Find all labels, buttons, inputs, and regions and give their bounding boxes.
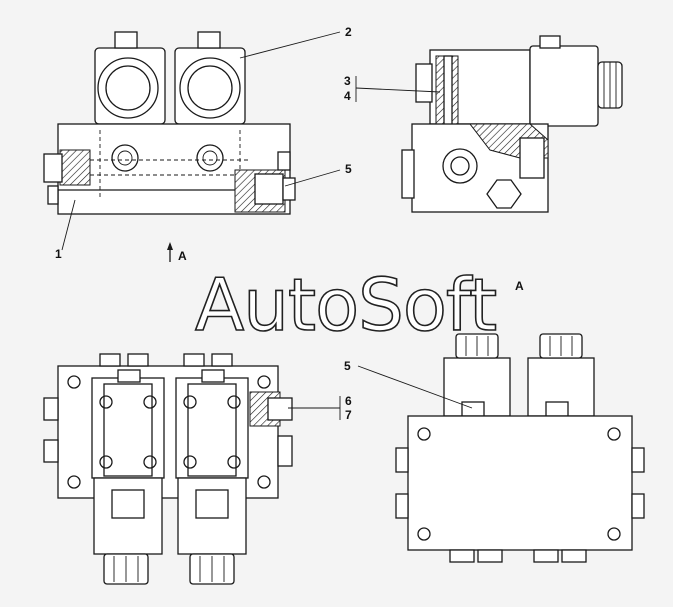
side-section-view: [401, 35, 623, 213]
view-arrow-a: A: [167, 242, 187, 263]
front-section-view: [43, 31, 296, 215]
view-a-label: A: [515, 279, 524, 293]
callout-5-top: 5: [284, 162, 352, 187]
callout-4-label: 4: [344, 89, 351, 103]
callout-1: 1: [55, 199, 76, 261]
callout-2: 2: [239, 25, 352, 59]
top-view: [43, 353, 293, 585]
callout-5-bottom: 5: [344, 359, 473, 409]
view-a: [395, 333, 645, 563]
view-arrow-label: A: [178, 249, 187, 263]
callout-3-4: 3 4: [344, 74, 441, 103]
callout-6-7: 6 7: [288, 394, 352, 422]
callout-5-bottom-label: 5: [344, 359, 351, 373]
callout-7-label: 7: [345, 408, 352, 422]
callout-1-label: 1: [55, 247, 62, 261]
callout-6-label: 6: [345, 394, 352, 408]
callout-2-label: 2: [345, 25, 352, 39]
callout-5-top-label: 5: [345, 162, 352, 176]
watermark-text: AutoSoft: [195, 263, 496, 347]
callout-3-label: 3: [344, 74, 351, 88]
